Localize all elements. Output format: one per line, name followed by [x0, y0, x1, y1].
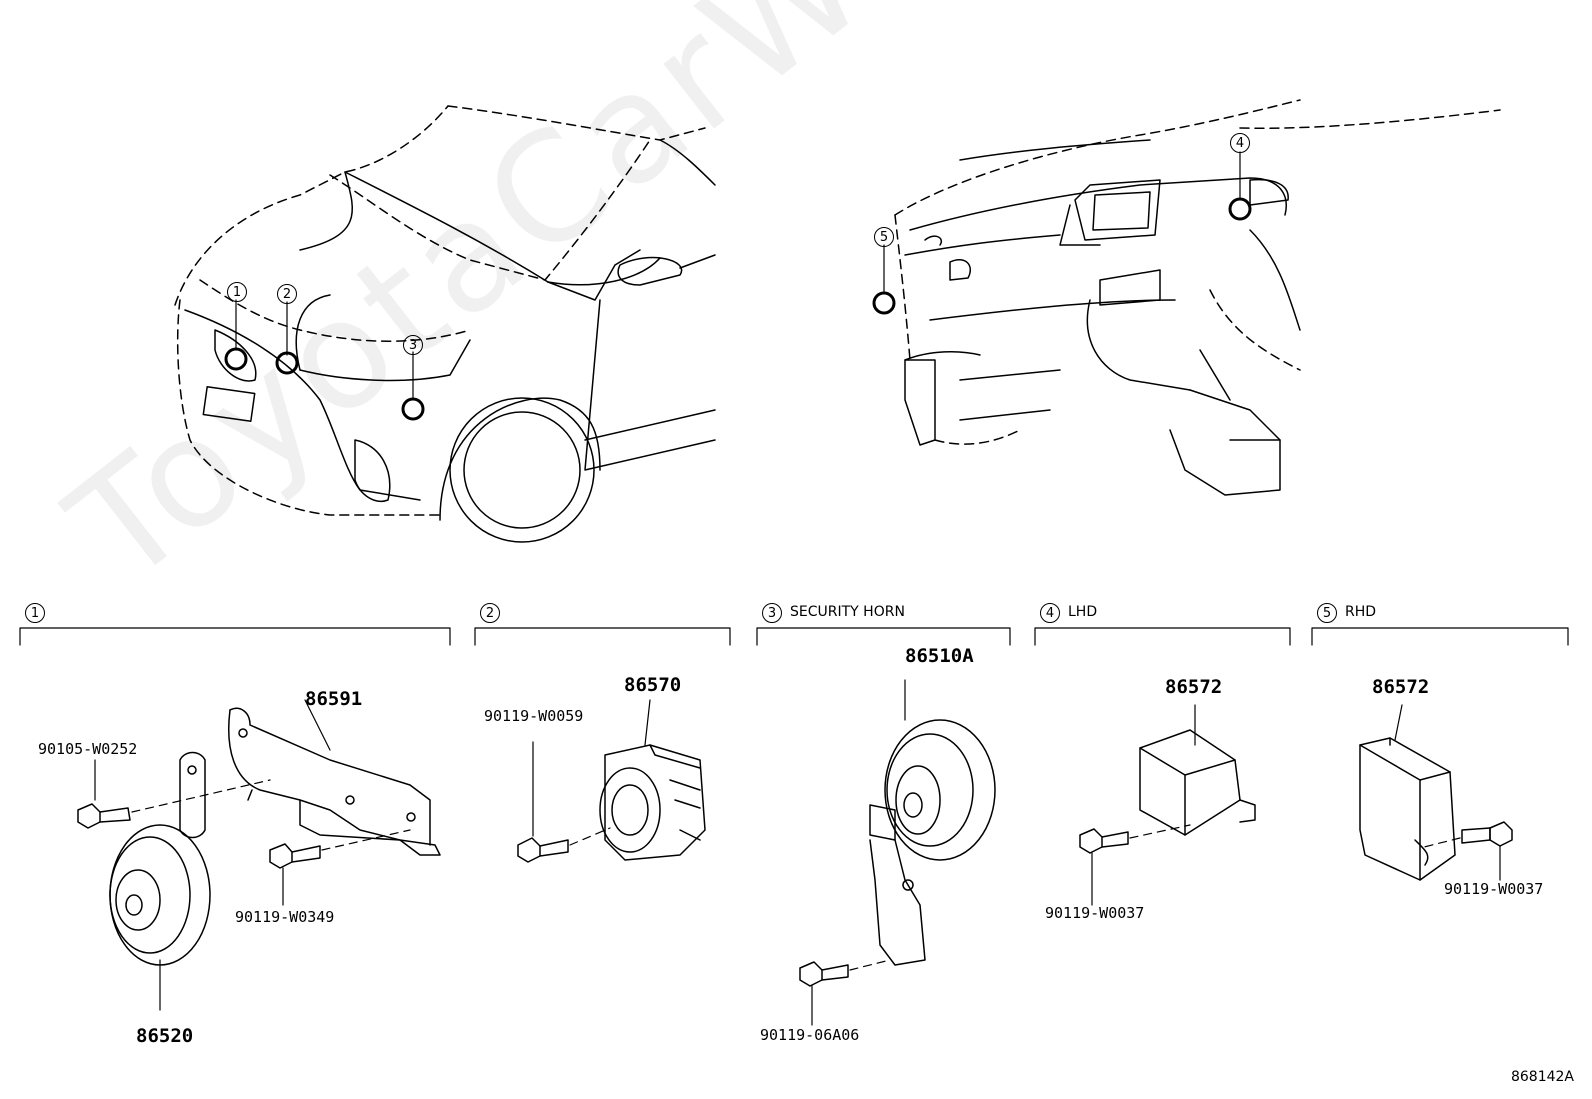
section-1-drawing — [77, 699, 441, 1011]
overview-marker-2: 2 — [277, 284, 297, 304]
part-label-90119-W0037-rhd: 90119-W0037 — [1444, 880, 1544, 898]
part-label-90105-W0252: 90105-W0252 — [38, 740, 138, 758]
part-label-86570: 86570 — [624, 674, 682, 696]
section-2-drawing — [517, 699, 706, 863]
section-4-number: 4 — [1040, 603, 1060, 623]
section-brackets — [19, 627, 1569, 646]
section-3-title: SECURITY HORN — [790, 604, 905, 620]
diagram-code: 868142A — [1510, 1069, 1574, 1085]
overview-marker-5: 5 — [874, 227, 894, 247]
part-label-90119-W0037-lhd: 90119-W0037 — [1045, 904, 1145, 922]
part-label-90119-W0059: 90119-W0059 — [484, 707, 584, 725]
section-2-number: 2 — [480, 603, 500, 623]
overview-marker-4: 4 — [1230, 133, 1250, 153]
section-5-drawing — [1359, 704, 1513, 881]
part-label-86572-rhd: 86572 — [1372, 676, 1430, 698]
overview-marker-1: 1 — [227, 282, 247, 302]
section-4-title: LHD — [1068, 604, 1098, 620]
section-3-drawing — [799, 679, 996, 1026]
section-5-number: 5 — [1317, 603, 1337, 623]
part-label-86591: 86591 — [305, 688, 363, 710]
part-label-86572-lhd: 86572 — [1165, 676, 1223, 698]
overview-marker-3: 3 — [403, 335, 423, 355]
part-label-86510A: 86510A — [905, 645, 974, 667]
part-label-86520: 86520 — [136, 1025, 194, 1047]
section-5-title: RHD — [1345, 604, 1377, 620]
section-1-number: 1 — [25, 603, 45, 623]
part-label-90119-W0349: 90119-W0349 — [235, 908, 335, 926]
section-3-number: 3 — [762, 603, 782, 623]
part-label-90119-06A06: 90119-06A06 — [760, 1026, 860, 1044]
section-4-drawing — [1079, 704, 1256, 906]
dashboard-illustration — [872, 99, 1501, 496]
car-front-illustration — [174, 105, 716, 543]
